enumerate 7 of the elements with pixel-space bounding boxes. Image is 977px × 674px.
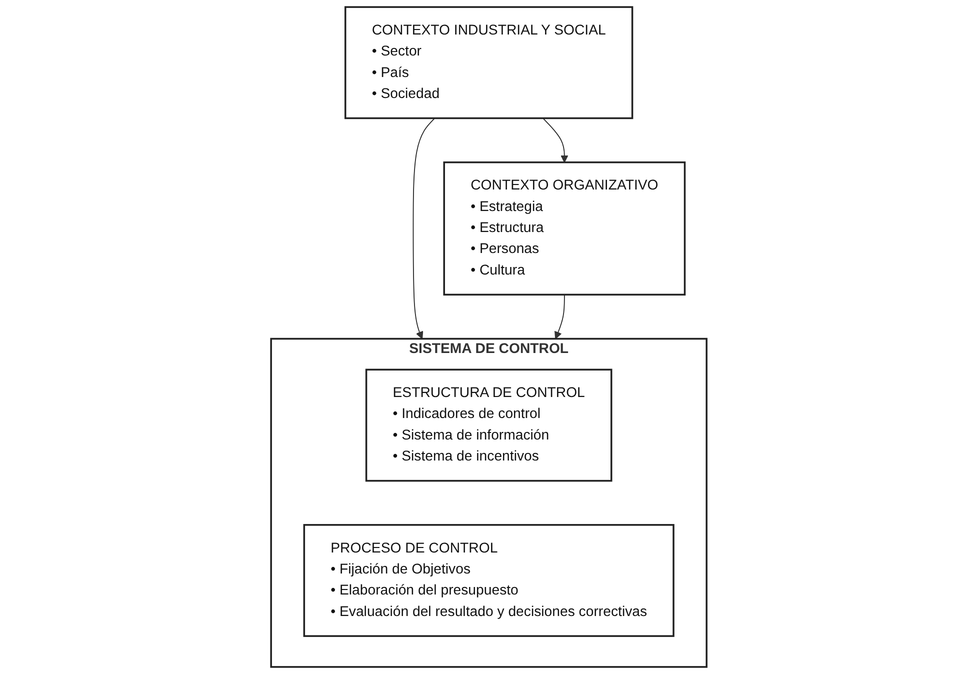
- node-box: CONTEXTO INDUSTRIAL Y SOCIAL • Sector • País • Sociedad: [344, 6, 633, 120]
- arrow: [542, 118, 568, 163]
- arrow: [412, 118, 435, 340]
- arrow: [554, 294, 565, 340]
- node-box: ESTRUCTURA DE CONTROL • Indicadores de control • Sistema de información • Sistema de incentivos: [365, 368, 612, 482]
- node-box: PROCESO DE CONTROL • Fijación de Objetivos • Elaboración del presupuesto • Evaluación del resultado y decisiones correctivas: [302, 524, 674, 637]
- node-box: CONTEXTO ORGANIZATIVO • Estrategia • Estructura • Personas • Cultura: [442, 161, 686, 296]
